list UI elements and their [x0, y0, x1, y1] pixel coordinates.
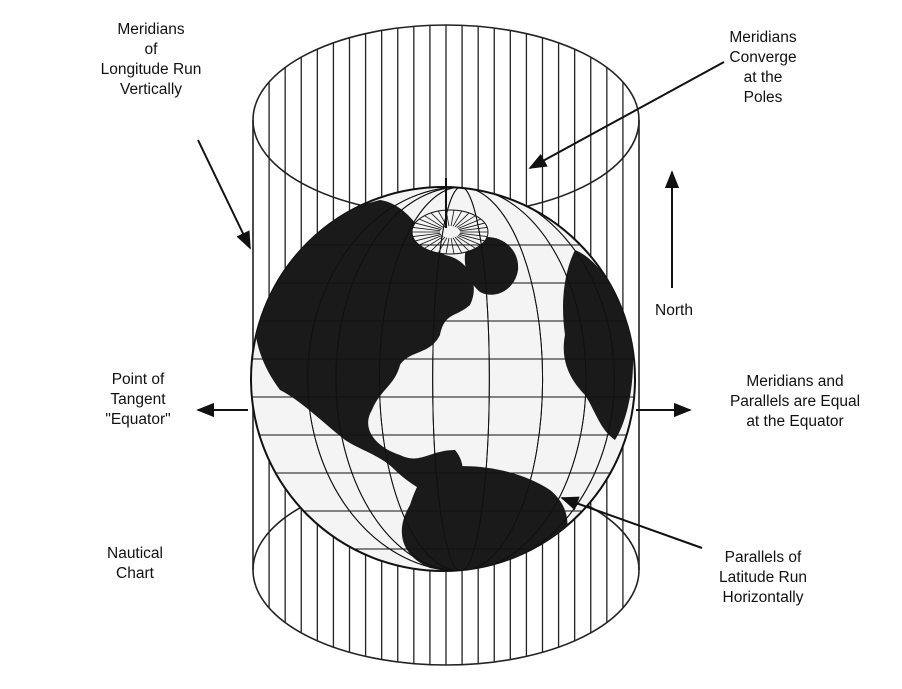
label-line: Vertically — [66, 80, 236, 100]
label-line: Converge — [698, 48, 828, 68]
label-line: Latitude Run — [698, 568, 828, 588]
label-line: Meridians — [66, 20, 236, 40]
arrow-meridians-vertical — [198, 140, 250, 248]
label-nautical-chart: Nautical Chart — [80, 544, 190, 584]
label-north: North — [634, 301, 714, 321]
label-line: of — [66, 40, 236, 60]
label-meridians-vertical: Meridians of Longitude Run Vertically — [66, 20, 236, 100]
label-line: Point of — [78, 370, 198, 390]
label-line: Nautical — [80, 544, 190, 564]
label-point-of-tangent: Point of Tangent "Equator" — [78, 370, 198, 430]
label-line: Chart — [80, 564, 190, 584]
label-line: at the Equator — [700, 412, 890, 432]
label-line: Meridians and — [700, 372, 890, 392]
label-line: Parallels are Equal — [700, 392, 890, 412]
arrow-parallels-horizontal — [562, 498, 702, 548]
label-line: Poles — [698, 88, 828, 108]
label-line: "Equator" — [78, 410, 198, 430]
label-line: Horizontally — [698, 588, 828, 608]
label-line: North — [634, 301, 714, 321]
label-line: at the — [698, 68, 828, 88]
label-meridians-converge: Meridians Converge at the Poles — [698, 28, 828, 108]
label-line: Tangent — [78, 390, 198, 410]
label-line: Meridians — [698, 28, 828, 48]
label-line: Longitude Run — [66, 60, 236, 80]
label-parallels-horizontal: Parallels of Latitude Run Horizontally — [698, 548, 828, 608]
globe — [251, 178, 635, 573]
label-equal-at-equator: Meridians and Parallels are Equal at the… — [700, 372, 890, 432]
label-line: Parallels of — [698, 548, 828, 568]
